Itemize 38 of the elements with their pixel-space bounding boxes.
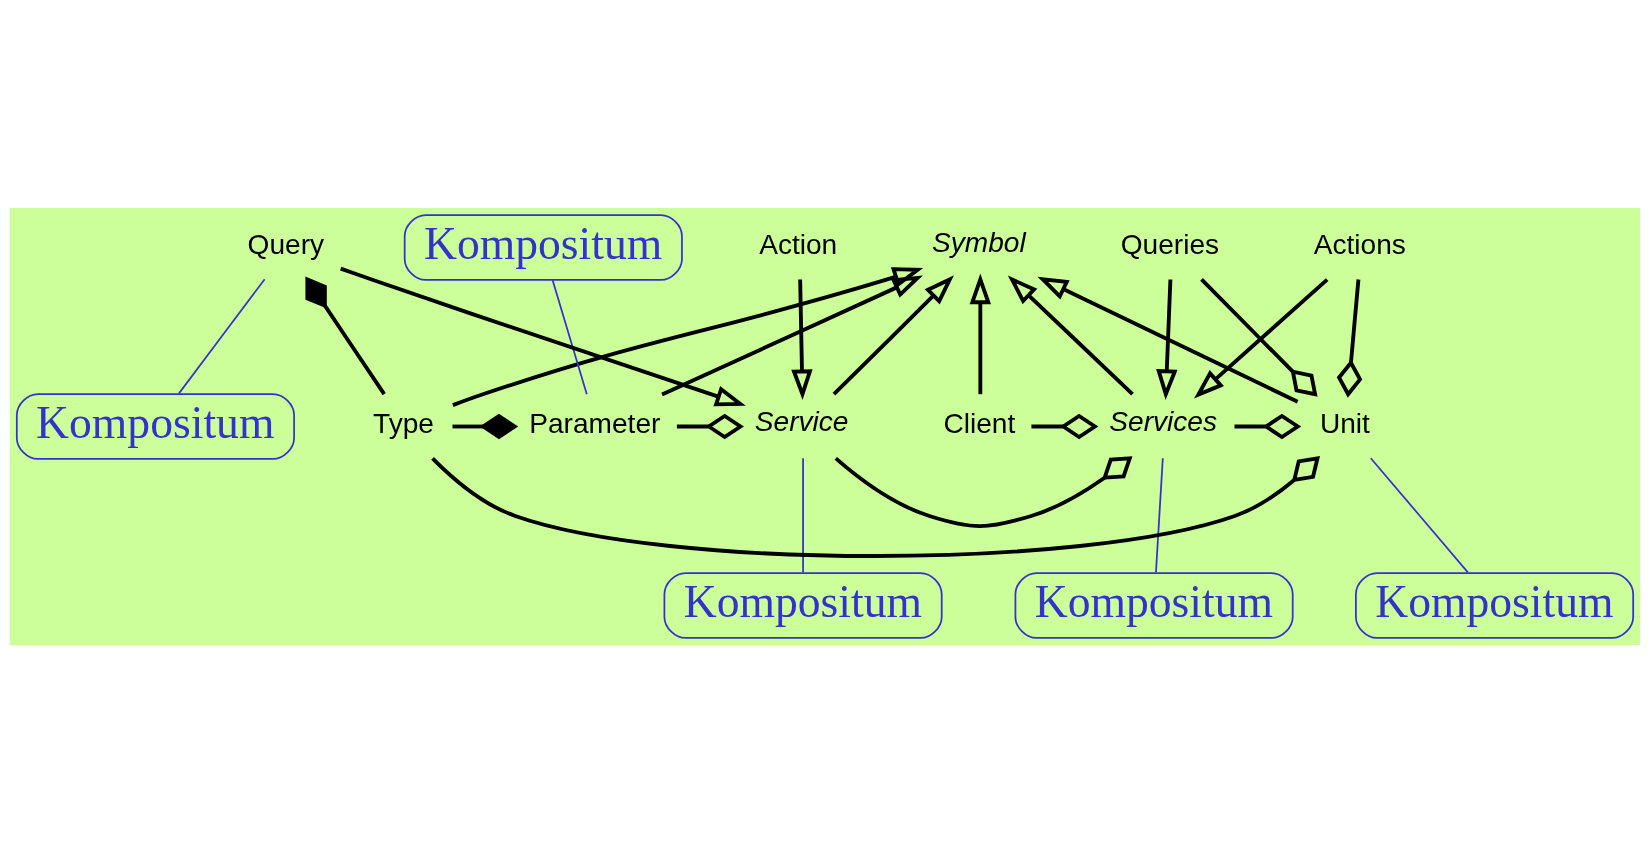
connector: [802, 457, 804, 574]
node-text: Queries: [1120, 229, 1220, 261]
connector: [1031, 413, 1099, 440]
node-text: Services: [1109, 406, 1217, 438]
node-box: Kompositum: [403, 214, 683, 281]
connector: [452, 413, 519, 440]
node-box: Kompositum: [1355, 572, 1635, 639]
node-box: Kompositum: [663, 572, 943, 639]
connector: [431, 455, 1320, 558]
node-box: Kompositum: [15, 393, 295, 460]
node-text: Actions: [1313, 229, 1406, 261]
connector: [178, 278, 266, 395]
connector: [551, 279, 588, 396]
connector: [1234, 413, 1302, 440]
connector: [834, 456, 1133, 528]
connector: [305, 276, 386, 396]
node-text: Service: [754, 406, 849, 438]
node-text: Query: [247, 229, 325, 261]
node-text: Parameter: [529, 408, 661, 440]
arrow: [832, 275, 954, 396]
node-text: Symbol: [932, 227, 1026, 259]
arrow: [791, 279, 813, 400]
connector: [1369, 457, 1469, 574]
connector: [1336, 279, 1363, 398]
arrow: [969, 273, 991, 395]
arrow: [1037, 276, 1299, 404]
node-text: Unit: [1319, 408, 1370, 440]
connector: [1155, 457, 1164, 574]
arrow: [452, 267, 924, 407]
arrow: [1156, 279, 1178, 400]
node-box: Kompositum: [1014, 572, 1294, 639]
connector: [676, 413, 744, 440]
node-text: Client: [943, 408, 1016, 440]
node-text: Action: [759, 229, 838, 261]
arrow: [661, 275, 923, 397]
node-text: Type: [373, 408, 434, 440]
arrow: [1007, 275, 1134, 396]
arrow: [340, 266, 746, 407]
